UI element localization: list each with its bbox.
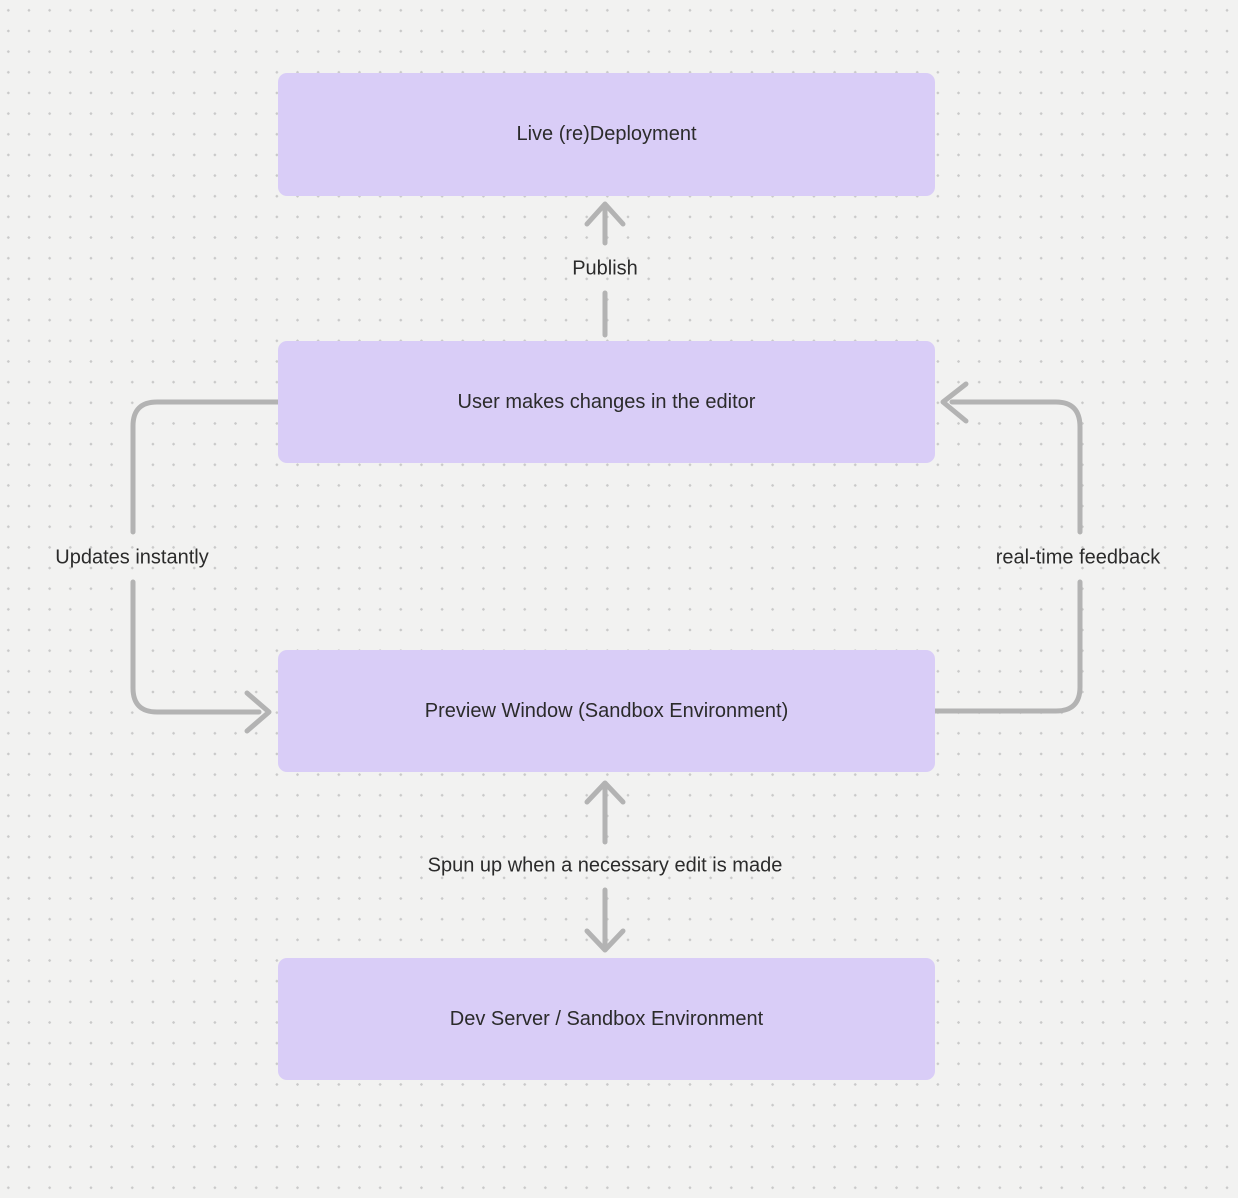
node-label: Live (re)Deployment bbox=[516, 123, 697, 145]
arrowhead-up-icon bbox=[584, 780, 626, 805]
arrowhead-up-icon bbox=[584, 201, 626, 227]
edge-label-realtime-feedback: real-time feedback bbox=[995, 546, 1161, 569]
node-label: User makes changes in the editor bbox=[457, 390, 756, 413]
arrow-publish bbox=[584, 201, 626, 338]
node-user-editor: User makes changes in the editor bbox=[278, 341, 935, 463]
arrowhead-right-icon bbox=[244, 690, 272, 734]
edge-label-spun-up: Spun up when a necessary edit is made bbox=[427, 854, 783, 877]
arrowhead-left-icon bbox=[940, 381, 969, 424]
arrow-updates-instantly bbox=[130, 399, 281, 734]
node-preview-window: Preview Window (Sandbox Environment) bbox=[278, 650, 935, 772]
edge-label-publish: Publish bbox=[572, 257, 638, 280]
arrowhead-down-icon bbox=[584, 928, 626, 953]
arrow-realtime-feedback bbox=[932, 381, 1083, 714]
edge-label-updates-instantly: Updates instantly bbox=[55, 546, 209, 569]
node-label: Dev Server / Sandbox Environment bbox=[449, 1007, 764, 1030]
node-label: Preview Window (Sandbox Environment) bbox=[424, 699, 789, 722]
node-dev-server: Dev Server / Sandbox Environment bbox=[278, 958, 935, 1080]
arrow-spun-up bbox=[584, 780, 626, 953]
node-live-redeployment: Live (re)Deployment bbox=[278, 73, 935, 196]
